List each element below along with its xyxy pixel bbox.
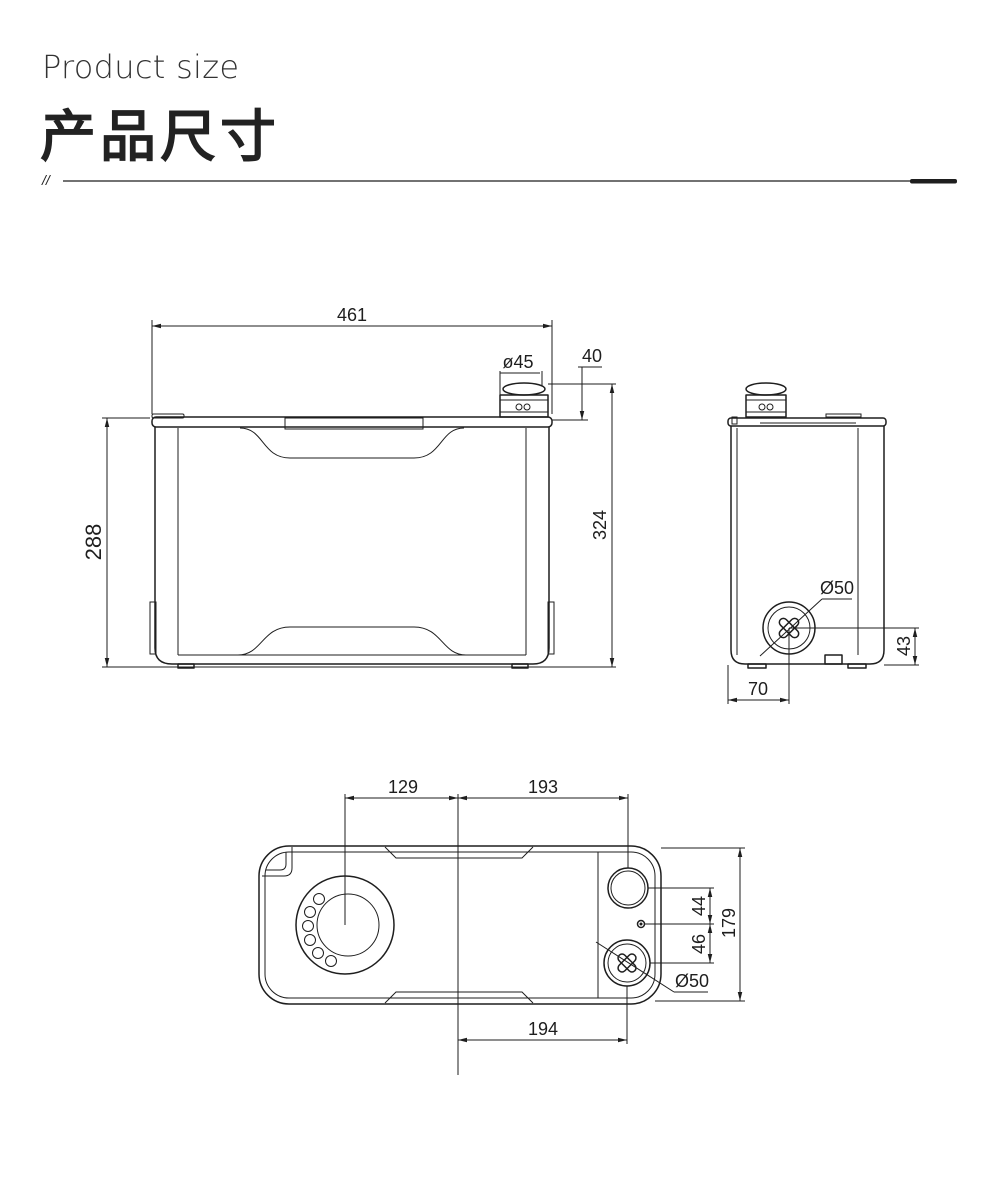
top-corner-notch <box>262 847 293 877</box>
front-outlet-body <box>499 394 549 418</box>
front-foot-left <box>177 663 195 669</box>
front-outlet-mark-1 <box>515 403 523 411</box>
side-top-detail <box>825 413 862 418</box>
dim-outlet-height: 40 <box>582 346 602 366</box>
front-lid-bump <box>151 413 185 419</box>
top-inner-outline <box>264 851 656 999</box>
dim-top-spacing-upper: 44 <box>689 896 709 916</box>
top-hole-2 <box>304 906 316 918</box>
dim-top-inlet-diameter: Ø50 <box>675 971 709 991</box>
side-lid-clip <box>731 416 738 425</box>
front-lid <box>151 416 553 428</box>
dim-top-depth: 179 <box>719 908 739 938</box>
front-bottom-recess <box>237 626 467 656</box>
dim-side-inlet-offset: 70 <box>748 679 768 699</box>
side-body-outline <box>730 426 885 665</box>
dim-outlet-diameter: ø45 <box>502 352 533 372</box>
side-outlet-cap <box>745 382 787 396</box>
top-slot-upper <box>384 846 534 859</box>
front-side-tab-right <box>547 601 555 655</box>
dim-side-inlet-diameter: Ø50 <box>820 578 854 598</box>
top-inlet-outer <box>603 939 651 987</box>
side-foot-left <box>747 663 767 669</box>
front-outlet-mark-2 <box>523 403 531 411</box>
dim-front-height: 288 <box>81 524 106 561</box>
side-outlet-body <box>745 394 787 418</box>
front-foot-right <box>511 663 529 669</box>
top-outlet-outer <box>607 867 649 909</box>
front-outlet-cap <box>502 382 546 396</box>
dim-top-right-offset-lower: 194 <box>528 1019 558 1039</box>
side-lid <box>727 417 887 427</box>
front-top-recess <box>239 427 465 459</box>
top-hole-4 <box>304 934 316 946</box>
front-body-outline <box>154 427 550 665</box>
title-english: Product size <box>42 48 240 86</box>
dim-top-50-leader <box>595 941 675 993</box>
divider-accent <box>910 179 957 184</box>
top-outer-outline <box>258 845 662 1005</box>
top-hole-6 <box>325 955 337 967</box>
divider-mark: // <box>42 172 50 188</box>
side-view: Ø50 43 70 <box>727 382 919 704</box>
dim-top-right-offset-upper: 193 <box>528 777 558 797</box>
top-inlet-inner <box>607 943 647 983</box>
top-hole-3 <box>302 920 314 932</box>
side-bottom-tab <box>824 654 843 665</box>
dim-side-inlet-height: 43 <box>894 636 914 656</box>
top-inlet-cross <box>617 953 637 973</box>
top-corner-notch-inner <box>266 852 287 871</box>
dim-top-spacing-lower: 46 <box>689 934 709 954</box>
top-vent-dot-center <box>639 922 643 926</box>
dim-front-width: 461 <box>337 305 367 325</box>
front-handle-slot <box>284 417 424 430</box>
top-hole-5 <box>312 947 324 959</box>
side-foot-right <box>847 663 867 669</box>
side-outlet-mark-2 <box>766 403 774 411</box>
top-outlet-inner <box>610 870 646 906</box>
side-outlet-mark-1 <box>758 403 766 411</box>
title-chinese: 产品尺寸 <box>40 105 280 170</box>
header-divider <box>63 179 957 184</box>
front-view: 461 288 324 ø45 40 <box>81 305 616 669</box>
dim-top-left-offset: 129 <box>388 777 418 797</box>
top-slot-lower <box>384 991 534 1004</box>
top-main-opening-inner <box>316 893 380 957</box>
top-view: 129 193 194 44 46 179 Ø50 <box>258 777 745 1075</box>
top-vent-dot <box>636 919 646 929</box>
top-hole-1 <box>313 893 325 905</box>
front-side-tab-left <box>149 601 157 655</box>
dim-front-total-height: 324 <box>590 510 610 540</box>
